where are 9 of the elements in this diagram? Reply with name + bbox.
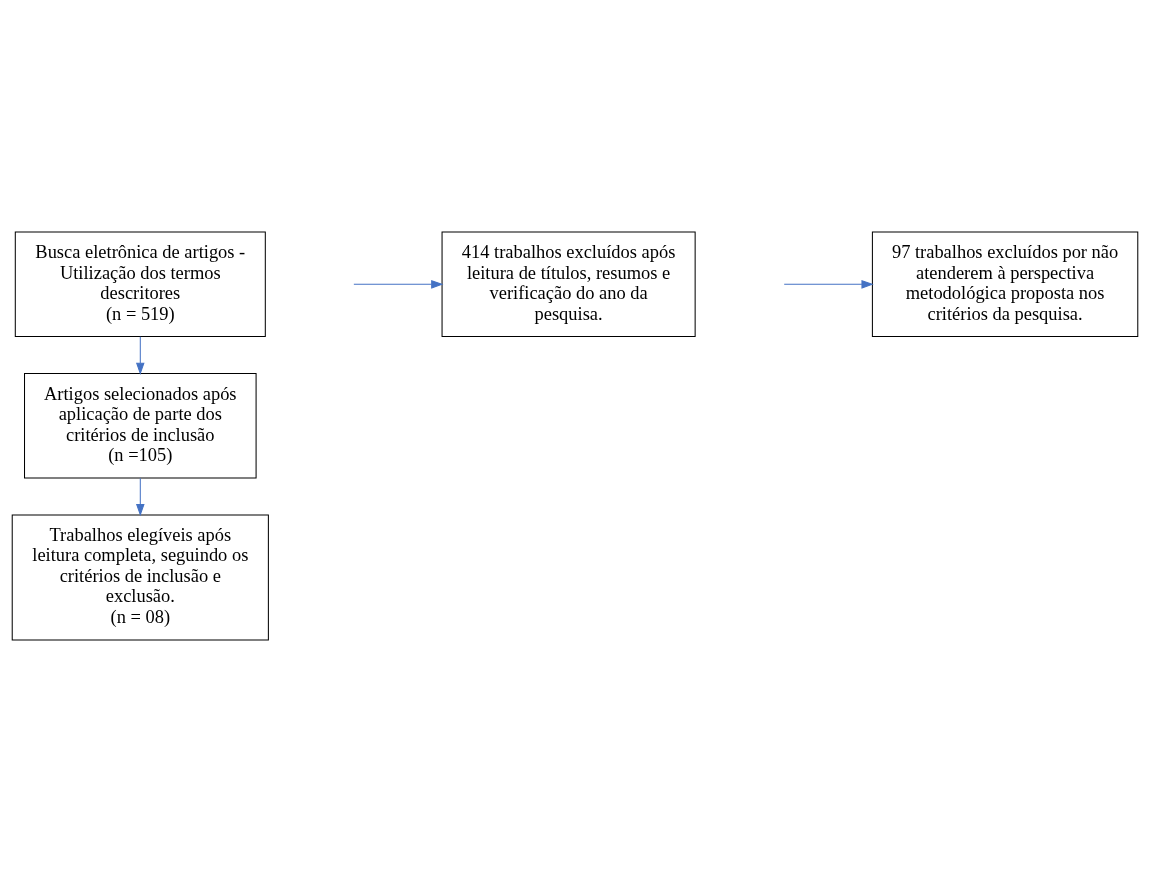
arrow [353, 279, 444, 289]
arrow [783, 279, 874, 289]
node-box: 414 trabalhos excluídos após leitura de títulos, resumos e verificação do ano da pesquisa. [441, 231, 696, 337]
arrow [136, 335, 145, 375]
node-box: 97 trabalhos excluídos por não atenderem à perspectiva metodológica proposta nos critérios da pesquisa. [871, 231, 1139, 337]
arrow [136, 477, 145, 516]
node-box: Trabalhos elegíveis após leitura completa, seguindo os critérios de inclusão e exclusão. (n = 08) [11, 513, 269, 640]
node-box: Busca eletrônica de artigos - Utilização dos termos descritores (n = 519) [14, 231, 266, 337]
node-box: Artigos selecionados após aplicação de parte dos critérios de inclusão (n =105) [24, 372, 257, 478]
